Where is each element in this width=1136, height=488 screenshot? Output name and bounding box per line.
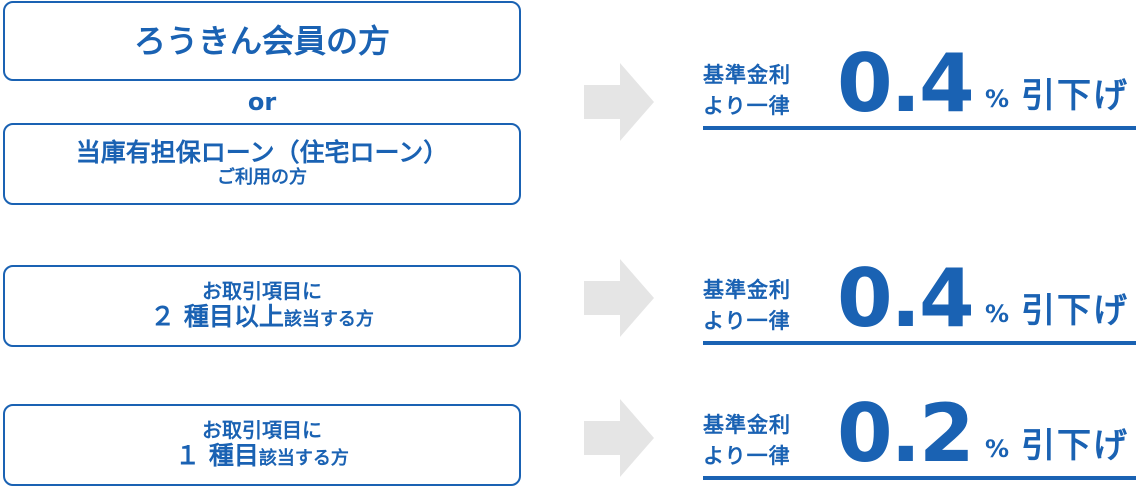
box-one-item-tail: 該当する方 — [258, 448, 349, 470]
rate-label-line2: より一律 — [703, 94, 791, 118]
rate-label: 基準金利 より一律 — [703, 275, 823, 337]
rate-unit: % — [985, 85, 1010, 113]
rate-label-line1: 基準金利 — [703, 63, 791, 87]
box-one-item-main: １ 種目 — [175, 441, 259, 471]
rate-action: 引下げ — [1021, 291, 1129, 331]
box-one-item: お取引項目に １ 種目該当する方 — [3, 404, 521, 486]
rate-label-line2: より一律 — [703, 444, 791, 468]
arrow-right-icon — [584, 259, 654, 337]
box-two-items-line2: ２ 種目以上該当する方 — [150, 302, 374, 332]
rate-label-line1: 基準金利 — [703, 413, 791, 437]
box-two-items: お取引項目に ２ 種目以上該当する方 — [3, 265, 521, 347]
box-one-item-line2: １ 種目該当する方 — [175, 441, 349, 471]
box-secured-loan: 当庫有担保ローン（住宅ローン） ご利用の方 — [3, 123, 521, 205]
rate-label: 基準金利 より一律 — [703, 410, 823, 472]
box-secured-loan-sub: ご利用の方 — [217, 167, 307, 189]
rate-value: 0.4 — [837, 37, 975, 130]
or-label: or — [247, 88, 277, 116]
box-two-items-line1: お取引項目に — [202, 279, 322, 304]
arrow-right-icon — [584, 399, 654, 477]
rate-action: 引下げ — [1021, 426, 1129, 466]
rate-label-line1: 基準金利 — [703, 278, 791, 302]
rate-value: 0.2 — [837, 387, 975, 480]
rate-label-line2: より一律 — [703, 309, 791, 333]
box-secured-loan-title: 当庫有担保ローン（住宅ローン） — [75, 138, 449, 168]
box-roukin-member-text: ろうきん会員の方 — [133, 21, 390, 60]
box-two-items-tail: 該当する方 — [283, 309, 374, 331]
rate-unit: % — [985, 435, 1010, 463]
arrow-right-icon — [584, 63, 654, 141]
box-two-items-main: ２ 種目以上 — [150, 302, 284, 332]
rate-value: 0.4 — [837, 252, 975, 345]
box-one-item-line1: お取引項目に — [202, 418, 322, 443]
rate-row: 基準金利 より一律 0.2 % 引下げ — [703, 390, 1136, 480]
rate-row: 基準金利 より一律 0.4 % 引下げ — [703, 40, 1136, 130]
rate-unit: % — [985, 300, 1010, 328]
rate-label: 基準金利 より一律 — [703, 60, 823, 122]
rate-action: 引下げ — [1021, 76, 1129, 116]
rate-row: 基準金利 より一律 0.4 % 引下げ — [703, 255, 1136, 345]
box-roukin-member: ろうきん会員の方 — [3, 1, 521, 81]
